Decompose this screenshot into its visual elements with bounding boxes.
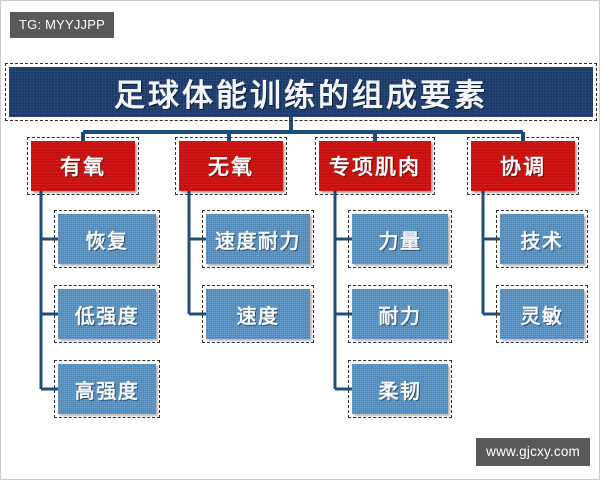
item-node-high-intensity[interactable]: 高强度 [54, 360, 160, 418]
category-label: 协调 [500, 154, 546, 179]
site-watermark-badge: www.gjcxy.com [476, 437, 590, 466]
diagram-title-banner[interactable]: 足球体能训练的组成要素 [5, 63, 597, 121]
category-node-specific-muscle[interactable]: 专项肌肉 [315, 137, 435, 195]
item-node-speed[interactable]: 速度 [202, 285, 314, 343]
category-label: 有氧 [60, 154, 106, 179]
item-node-technique[interactable]: 技术 [496, 210, 588, 268]
page-title: 足球体能训练的组成要素 [114, 77, 488, 114]
item-node-low-intensity[interactable]: 低强度 [54, 285, 160, 343]
item-label: 技术 [520, 228, 564, 253]
item-label: 柔韧 [378, 378, 422, 403]
category-node-aerobic[interactable]: 有氧 [27, 137, 139, 195]
item-label: 高强度 [74, 378, 140, 403]
item-node-speed-endurance[interactable]: 速度耐力 [202, 210, 314, 268]
tg-watermark-badge: TG: MYYJJPP [10, 12, 114, 38]
item-label: 速度 [236, 303, 280, 328]
item-node-recovery[interactable]: 恢复 [54, 210, 160, 268]
item-label: 低强度 [74, 303, 140, 328]
item-node-strength[interactable]: 力量 [348, 210, 452, 268]
item-label: 速度耐力 [215, 228, 301, 253]
item-label: 耐力 [378, 303, 422, 328]
category-node-coordination[interactable]: 协调 [467, 137, 579, 195]
item-label: 灵敏 [520, 303, 564, 328]
category-node-anaerobic[interactable]: 无氧 [175, 137, 287, 195]
item-node-flexibility[interactable]: 柔韧 [348, 360, 452, 418]
category-label: 专项肌肉 [329, 154, 421, 179]
item-label: 力量 [378, 228, 422, 253]
item-node-endurance[interactable]: 耐力 [348, 285, 452, 343]
item-node-agility[interactable]: 灵敏 [496, 285, 588, 343]
item-label: 恢复 [85, 228, 129, 253]
category-label: 无氧 [208, 154, 254, 179]
